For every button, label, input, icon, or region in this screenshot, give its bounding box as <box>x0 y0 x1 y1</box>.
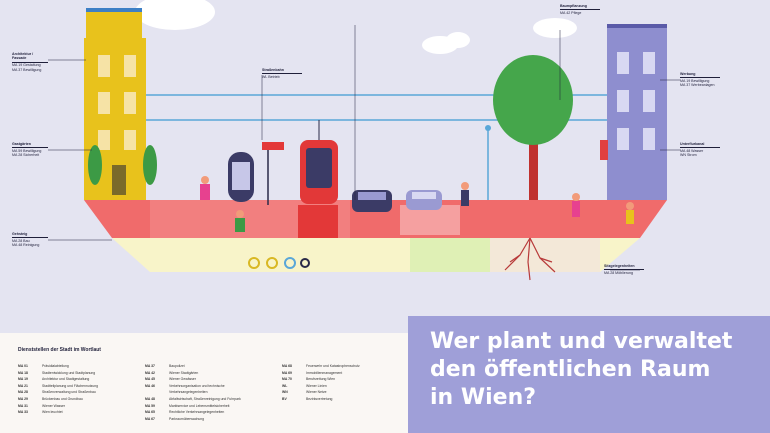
left-building <box>84 8 157 200</box>
cloud <box>533 18 577 38</box>
annotation-item: MA 48 Reinigung <box>12 243 40 248</box>
annotation-title: Gehsteig <box>12 232 28 236</box>
annotation-item: MA 37 Bewilligung <box>12 67 42 72</box>
annotation-label: Werbung MA 19 Bewilligung MA 37 Werbeanl… <box>680 72 720 88</box>
bus-stop-sign <box>262 142 284 205</box>
annotation-item: MA 37 Werbeanlagen <box>680 83 715 88</box>
cloud <box>446 32 470 48</box>
right-building <box>600 24 667 200</box>
pedestrians <box>200 176 634 232</box>
annotation-label: Baumpflanzung MA 42 Pflege <box>560 4 600 15</box>
annotation-item: MA 59 Bewilligung <box>12 149 42 153</box>
department-legend: Dienststellen der Stadt im Wortlaut MA 0… <box>0 333 408 433</box>
annotation-item: MA 19 Gestaltung <box>12 63 41 68</box>
annotation-title: Straßenbahn <box>262 68 284 72</box>
annotation-item: MA 42 Pflege <box>560 11 582 15</box>
annotation-item: MA 28 Sicherheit <box>12 153 40 158</box>
car-light <box>406 190 442 210</box>
annotation-item: MA 28 Bau <box>12 239 30 243</box>
annotation-title: Gastgärten <box>12 142 31 146</box>
tree <box>493 55 573 200</box>
annotation-title: Unterflurkanal <box>680 142 705 146</box>
annotation-label: Unterflurkanal MA 48 Wasser WN Strom <box>680 142 720 158</box>
annotation-label: Sitzgelegenheiten MA 28 Möblierung <box>604 264 644 275</box>
annotation-label: Gastgärten MA 59 Bewilligung MA 28 Siche… <box>12 142 48 158</box>
annotation-title: Baumpflanzung <box>560 4 587 8</box>
kiosk <box>228 152 254 202</box>
utility-pipes <box>248 257 310 269</box>
headline: Wer plant und verwaltet den öffentlichen… <box>430 329 733 410</box>
annotation-item: WN Strom <box>680 153 697 158</box>
annotation-title: Werbung <box>680 72 696 76</box>
annotation-item: MA 28 Möblierung <box>604 271 633 275</box>
annotation-label: Gehsteig MA 28 Bau MA 48 Reinigung <box>12 232 48 248</box>
annotation-item: WL Betrieb <box>262 75 280 79</box>
headline-panel: Wer plant und verwaltet den öffentlichen… <box>408 316 770 433</box>
annotation-label: Architektur / Fassade MA 19 Gestaltung M… <box>12 52 48 72</box>
annotation-title: Architektur / Fassade <box>12 52 34 61</box>
street-lamp <box>485 125 491 200</box>
car-dark <box>352 190 392 212</box>
annotation-label: Straßenbahn WL Betrieb <box>262 68 302 79</box>
street-surface <box>84 200 667 272</box>
annotation-title: Sitzgelegenheiten <box>604 264 635 268</box>
legend-title: Dienststellen der Stadt im Wortlaut <box>18 347 101 353</box>
cloud <box>135 0 215 30</box>
tree-roots <box>504 237 556 281</box>
annotation-lines <box>48 25 680 271</box>
tram <box>300 120 338 204</box>
annotation-item: MA 48 Wasser <box>680 149 704 153</box>
annotation-item: MA 19 Bewilligung <box>680 79 710 83</box>
